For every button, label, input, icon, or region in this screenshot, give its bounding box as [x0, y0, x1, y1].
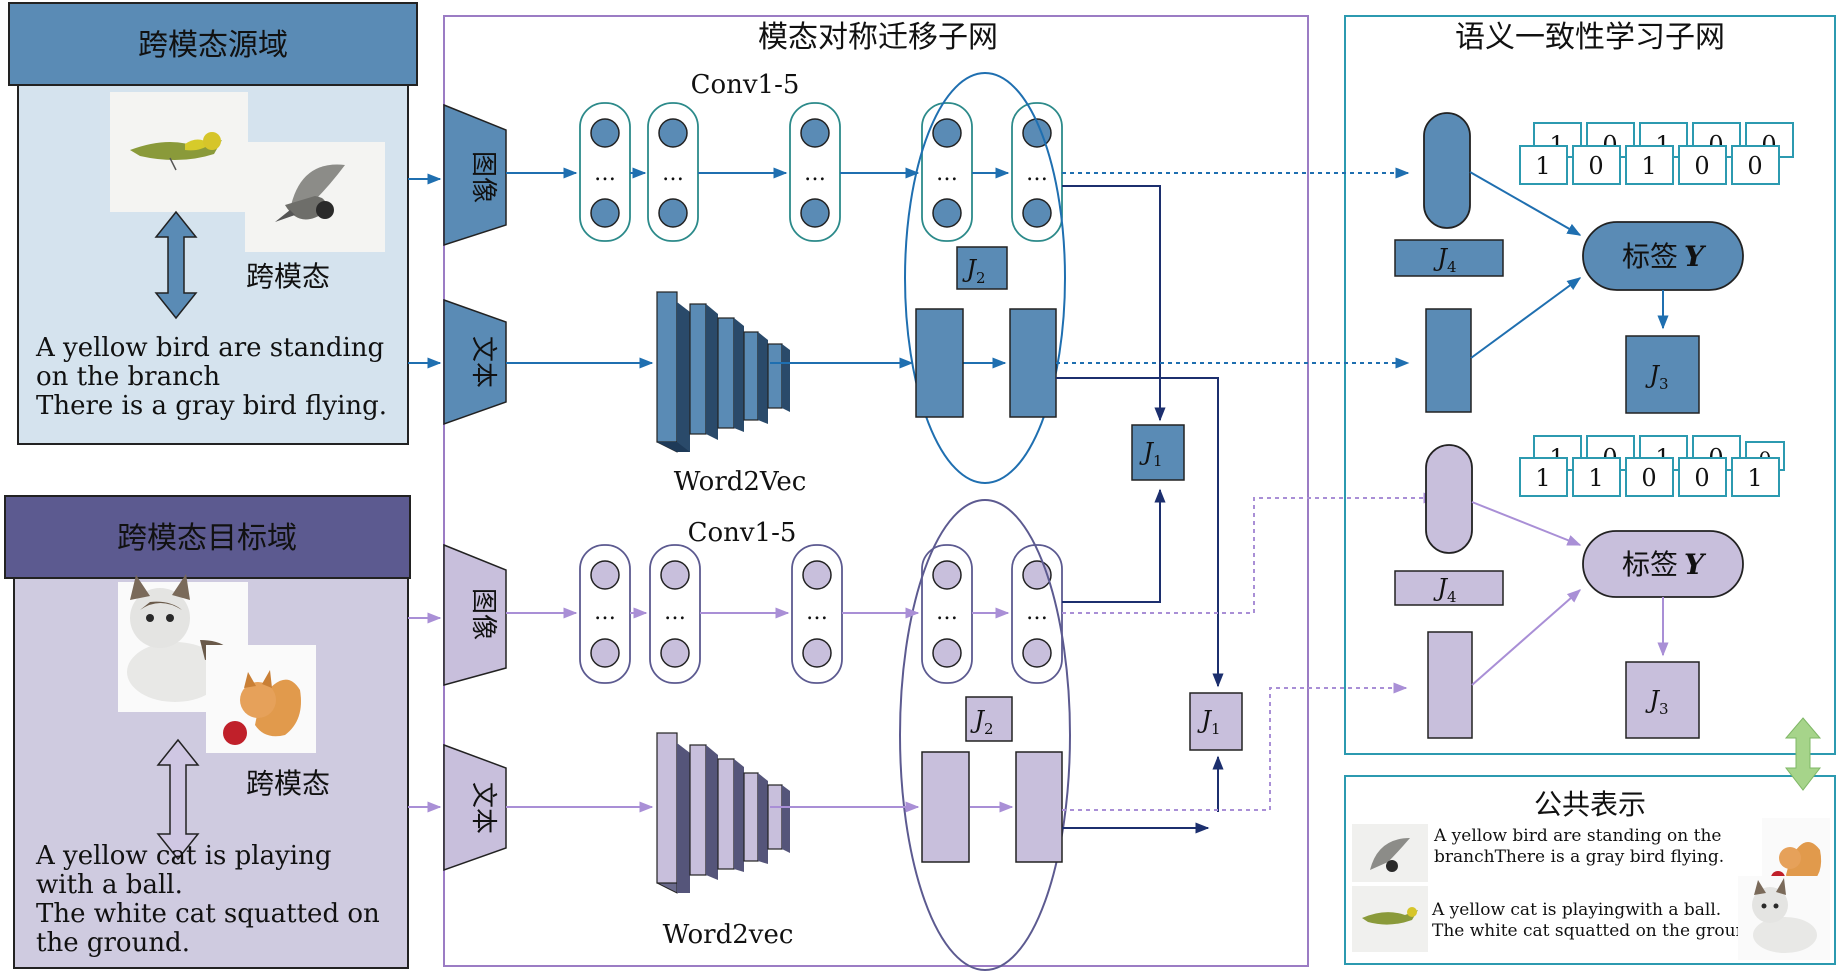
source-j1-loss	[1131, 424, 1185, 481]
cross-modal-double-arrow	[154, 210, 198, 320]
target-branch: 图像 文本 Conv1-5 … … … … …	[408, 499, 1071, 971]
svg-text:…: …	[804, 161, 826, 186]
target-image-hash-node	[1425, 444, 1473, 554]
source-image-label: 图像	[468, 151, 498, 203]
svg-text:…: …	[594, 161, 616, 186]
svg-text:1: 1	[1588, 464, 1603, 492]
source-text-hash-node	[1425, 308, 1472, 413]
target-text-line-1: A yellow cat is playing	[35, 841, 331, 871]
target-domain-title: 跨模态目标域	[117, 521, 297, 556]
target-j3-loss	[1625, 661, 1700, 739]
semantic-subnet-frame	[1344, 15, 1836, 755]
source-word2vec-label: Word2Vec	[674, 467, 807, 497]
svg-text:0: 0	[1641, 464, 1656, 492]
svg-text:…: …	[936, 161, 958, 186]
dotted-feature-links	[1056, 167, 1438, 811]
common-yellow-bird-thumb	[1352, 886, 1428, 952]
yellow-bird-image	[110, 92, 248, 212]
source-text-label: 文本	[468, 336, 498, 388]
svg-text:…: …	[806, 600, 828, 625]
semantic-subnet-title: 语义一致性学习子网	[1455, 20, 1725, 55]
source-branch: 图像 文本 Conv1-5 … … … … …	[408, 70, 1066, 497]
svg-text:1: 1	[1535, 152, 1550, 180]
source-text-fc-2	[1009, 308, 1057, 418]
target-text-line-4: the ground.	[36, 928, 190, 958]
source-conv-label: Conv1-5	[691, 70, 800, 100]
common-text-2-line-1: A yellow cat is playingwith a ball.	[1431, 900, 1721, 920]
common-white-cat-thumb	[1738, 876, 1830, 960]
gray-bird-image	[245, 142, 385, 252]
target-binary-codes: 1 0 1 0 0 1 1 0 0 1	[1519, 435, 1785, 497]
target-j2-loss	[965, 696, 1013, 742]
target-cross-modal-double-arrow	[156, 738, 200, 861]
common-gray-bird-thumb	[1352, 824, 1428, 882]
svg-text:0: 0	[1694, 464, 1709, 492]
target-domain-header	[4, 495, 411, 579]
svg-text:…: …	[662, 161, 684, 186]
svg-text:0: 0	[1694, 152, 1709, 180]
source-domain-header	[8, 2, 418, 86]
target-text-hash-node	[1427, 631, 1473, 739]
svg-text:…: …	[664, 600, 686, 625]
svg-text:1: 1	[1747, 464, 1762, 492]
j1-connectors	[1056, 185, 1224, 834]
target-image-label: 图像	[468, 588, 498, 640]
source-text-line-1: A yellow bird are standing	[35, 333, 384, 363]
target-word2vec-label: Word2vec	[663, 920, 794, 950]
svg-text:0: 0	[1747, 152, 1762, 180]
source-binary-codes: 1 0 1 0 0 1 0 1 0 0	[1519, 122, 1794, 185]
common-representation-content: A yellow bird are standing on the branch…	[1352, 818, 1830, 960]
target-shared-layer-group	[899, 499, 1071, 971]
target-image-encoder	[443, 543, 507, 686]
orange-cat-image	[206, 645, 316, 753]
common-representation-title: 公共表示	[1534, 788, 1646, 821]
semantic-subnet-content: 1 0 1 0 0 1 0 1 0 0 J4 标签Y J3	[1394, 112, 1794, 739]
target-text-label: 文本	[468, 782, 498, 834]
target-text-fc-1	[921, 751, 970, 863]
svg-text:…: …	[1026, 161, 1048, 186]
target-word2vec-stack	[656, 732, 790, 894]
common-text-1-line-2: branchThere is a gray bird flying.	[1434, 847, 1724, 867]
source-j4-loss	[1394, 239, 1504, 277]
source-domain-title: 跨模态源域	[138, 28, 288, 63]
svg-text:0: 0	[1588, 152, 1603, 180]
source-text-fc-1	[915, 308, 964, 418]
source-text-line-3: There is a gray bird flying.	[36, 391, 387, 421]
source-word2vec-stack	[656, 291, 790, 453]
target-cross-modal-label: 跨模态	[246, 767, 330, 800]
target-domain-panel: 跨模态目标域 跨模态 A yellow cat is playing with …	[4, 495, 411, 969]
common-representation-frame	[1344, 775, 1836, 965]
svg-text:…: …	[1026, 600, 1048, 625]
source-image-hash-node	[1423, 112, 1471, 229]
source-shared-layer-group	[904, 72, 1066, 484]
common-text-1-line-1: A yellow bird are standing on the	[1433, 826, 1722, 846]
source-image-encoder	[443, 103, 507, 247]
target-text-encoder	[443, 743, 507, 872]
target-j4-loss	[1394, 570, 1504, 606]
source-j3-loss	[1625, 335, 1700, 414]
source-text-line-2: on the branch	[36, 362, 220, 392]
svg-text:标签Y: 标签Y	[1622, 240, 1707, 273]
green-double-arrow	[1784, 717, 1822, 791]
svg-text:…: …	[936, 600, 958, 625]
source-j2-loss	[956, 246, 1008, 290]
target-j1-loss	[1189, 692, 1243, 751]
svg-text:1: 1	[1641, 152, 1656, 180]
source-cross-modal-label: 跨模态	[246, 260, 330, 293]
symmetric-transfer-subnet-frame	[443, 15, 1309, 967]
svg-text:1: 1	[1535, 464, 1550, 492]
svg-text:标签Y: 标签Y	[1622, 548, 1707, 581]
target-text-fc-2	[1015, 751, 1063, 863]
target-conv-label: Conv1-5	[688, 518, 797, 548]
svg-text:…: …	[594, 600, 616, 625]
common-text-2-line-2: The white cat squatted on the ground.	[1432, 921, 1763, 941]
symmetric-transfer-subnet-title: 模态对称迁移子网	[758, 20, 998, 55]
target-conv-layers: … … … … …	[579, 544, 1063, 684]
source-domain-panel: 跨模态源域 跨模态 A yellow bird are standing on …	[8, 2, 418, 445]
source-text-encoder	[443, 298, 507, 426]
target-text-line-2: with a ball.	[36, 870, 183, 900]
target-text-line-3: The white cat squatted on	[36, 899, 380, 929]
